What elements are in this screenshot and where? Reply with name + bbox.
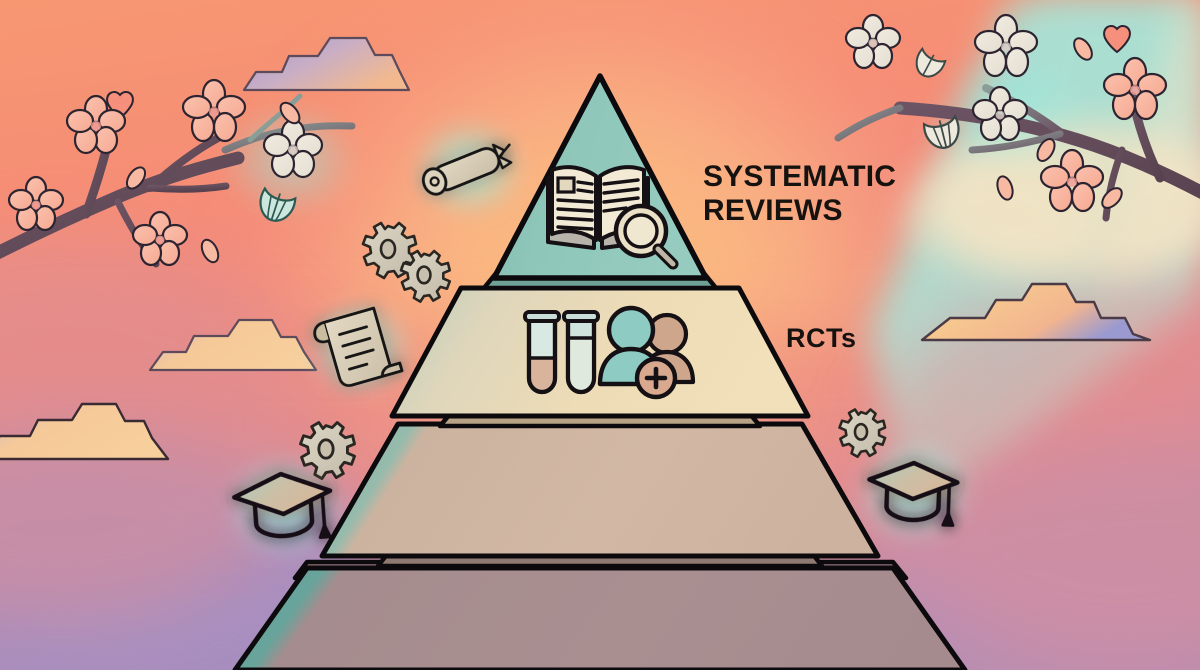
test-tubes-icon — [523, 310, 600, 395]
falling-petal — [200, 238, 220, 264]
falling-petal — [996, 175, 1014, 201]
cherry-blossom-branch-left — [0, 78, 356, 268]
participants-add-icon — [597, 305, 696, 400]
gear-icon — [399, 249, 452, 303]
tier-4-face — [232, 565, 968, 670]
pink-corner-right — [870, 270, 1200, 670]
falling-petal — [1036, 138, 1056, 162]
tier-3-face — [319, 421, 881, 559]
tier-2-face — [389, 285, 811, 419]
diploma-scroll-icon — [421, 143, 513, 196]
cloud-right — [920, 282, 1152, 342]
tier-2[interactable] — [389, 285, 811, 429]
magnifying-glass-icon — [613, 203, 679, 270]
blossom-bud-left — [259, 186, 297, 222]
gear-icon — [299, 421, 356, 481]
blossom-bud-right-2 — [915, 46, 947, 78]
falling-petal — [125, 166, 147, 190]
cherry-blossom-branch-right — [834, 13, 1200, 222]
blossom-bud-right — [922, 114, 960, 149]
cloud-bottom-left — [0, 402, 170, 461]
falling-petal — [279, 101, 301, 125]
cloud-top-left — [242, 36, 411, 92]
graduation-cap-icon — [867, 460, 960, 527]
graduation-cap-icon — [232, 471, 333, 539]
document-scroll-icon — [313, 306, 404, 388]
gear-icon — [838, 408, 887, 459]
falling-petal — [1101, 187, 1123, 209]
tier-4[interactable] — [232, 559, 968, 670]
falling-petal — [1073, 37, 1093, 61]
tier-3[interactable] — [319, 421, 881, 569]
